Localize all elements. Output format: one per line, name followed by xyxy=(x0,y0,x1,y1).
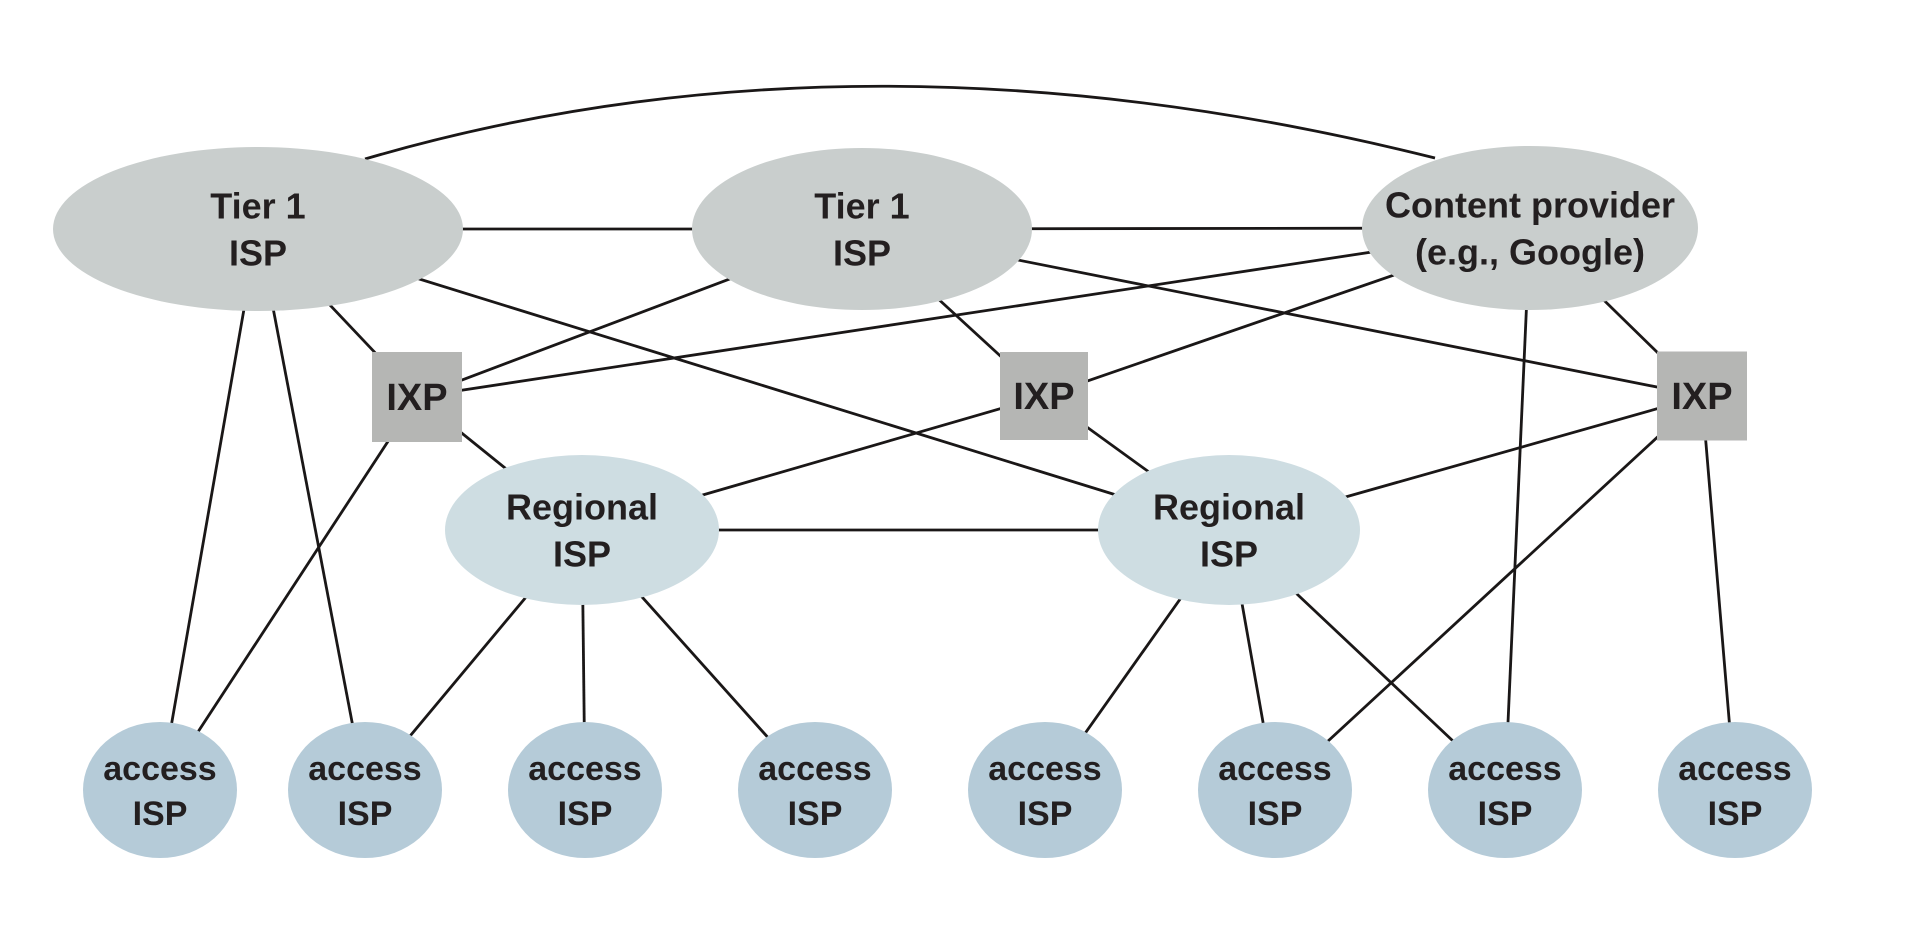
access-4-shape xyxy=(738,722,892,858)
edge-arc-tier1-left--content-provider xyxy=(364,84,1436,161)
edge-ixp-left--access-1 xyxy=(158,396,419,791)
access-1-shape xyxy=(83,722,237,858)
ixp-right-shape xyxy=(1657,351,1747,441)
access-8-shape xyxy=(1658,722,1812,858)
access-7-shape xyxy=(1428,722,1582,858)
ixp-mid-shape xyxy=(1000,352,1088,440)
edge-content-provider--ixp-left xyxy=(416,226,1531,399)
regional-left-shape xyxy=(445,455,719,605)
access-3-shape xyxy=(508,722,662,858)
edge-tier1-left--access-2 xyxy=(256,228,367,791)
node-ixp-mid: IXP xyxy=(1000,352,1088,440)
edge-content-provider--access-7 xyxy=(1503,227,1532,791)
content-provider-shape xyxy=(1362,146,1698,310)
tier1-mid-shape xyxy=(692,148,1032,310)
regional-right-shape xyxy=(1098,455,1360,605)
label-ixp-right: IXP xyxy=(1671,376,1732,418)
node-ixp-right: IXP xyxy=(1657,351,1747,441)
node-ixp-left: IXP xyxy=(372,352,462,442)
label-content-provider: Content provider(e.g., Google) xyxy=(1385,185,1675,273)
ixp-left-shape xyxy=(372,352,462,442)
label-ixp-mid: IXP xyxy=(1013,376,1074,418)
edge-tier1-left--access-1 xyxy=(158,228,260,791)
edge-ixp-right--access-6 xyxy=(1274,394,1703,792)
tier1-left-shape xyxy=(53,147,463,311)
access-2-shape xyxy=(288,722,442,858)
access-5-shape xyxy=(968,722,1122,858)
access-6-shape xyxy=(1198,722,1352,858)
label-ixp-left: IXP xyxy=(386,377,447,419)
node-content-provider: Content provider(e.g., Google) xyxy=(1362,146,1698,310)
